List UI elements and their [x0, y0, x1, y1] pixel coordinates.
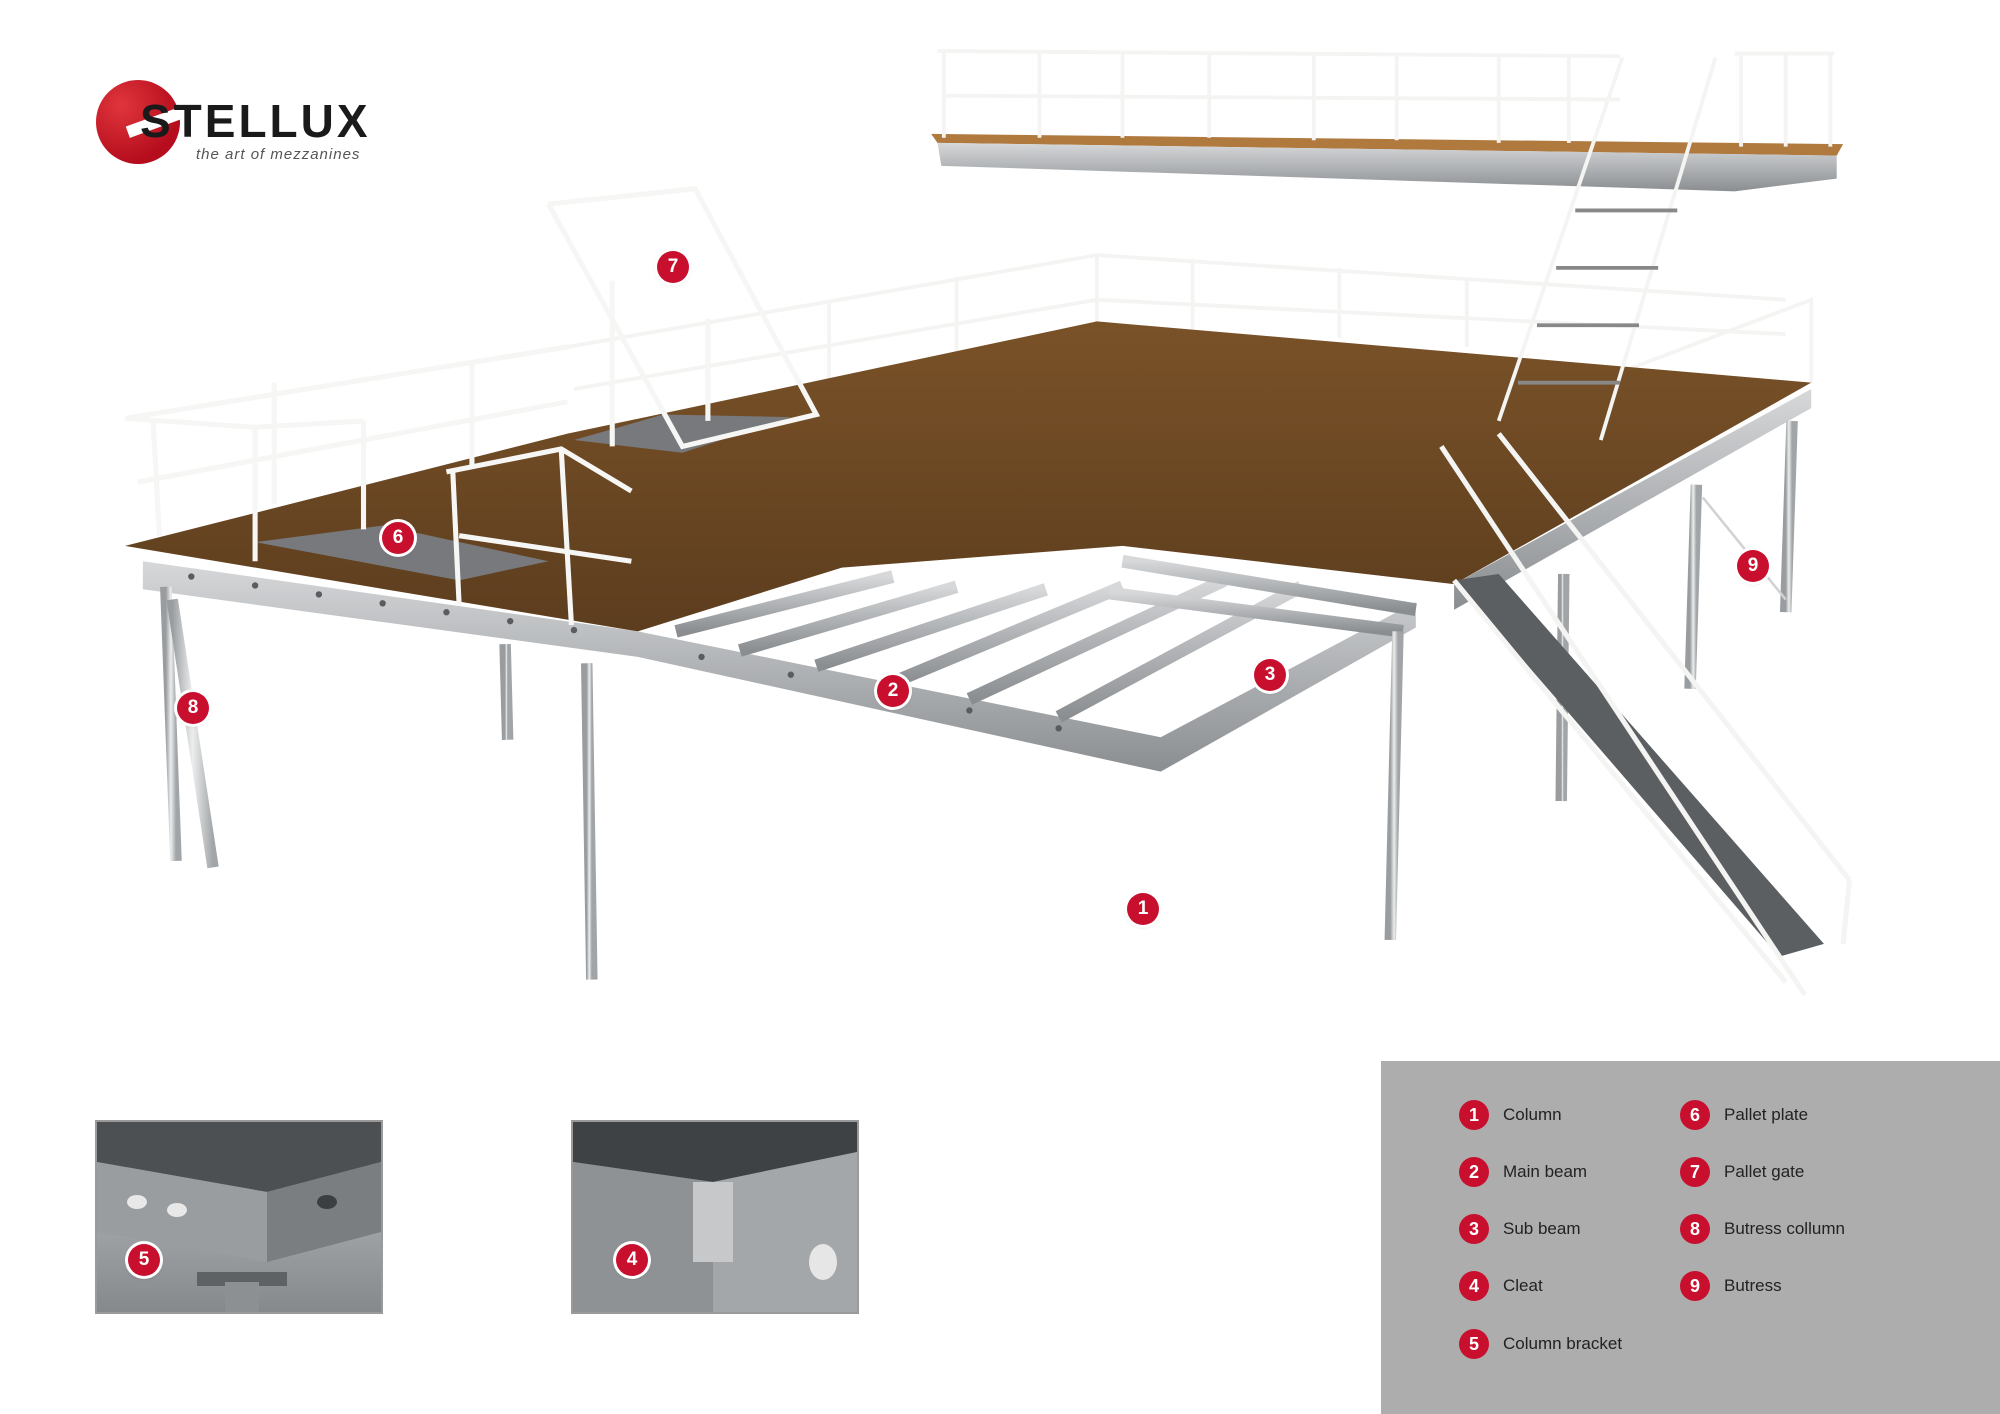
- cleat-detail: [573, 1122, 857, 1312]
- legend-label: Pallet plate: [1724, 1105, 1809, 1124]
- stellux-logo: STELLUX the art of mezzanines: [92, 80, 392, 176]
- upper-deck: [931, 49, 1844, 192]
- brand-tagline: the art of mezzanines: [196, 146, 361, 163]
- butress: [1701, 496, 1787, 601]
- pallet-gate: [546, 186, 821, 450]
- legend-label: Main beam: [1503, 1162, 1588, 1181]
- logo-mark-icon: [96, 80, 187, 164]
- marker-butress-column: 8: [177, 692, 209, 724]
- marker-pallet-gate: 7: [657, 251, 689, 283]
- legend-item: 3 Sub beam: [1459, 1214, 1581, 1244]
- legend-badge: 4: [1459, 1271, 1489, 1301]
- legend-label: Cleat: [1503, 1276, 1543, 1295]
- legend-badge: 3: [1459, 1214, 1489, 1244]
- marker-main-beam: 2: [877, 675, 909, 707]
- legend-label: Column bracket: [1503, 1334, 1623, 1353]
- brand-name: STELLUX: [140, 95, 371, 147]
- legend-item: 6 Pallet plate: [1680, 1100, 1808, 1130]
- legend-item: 5 Column bracket: [1459, 1329, 1622, 1359]
- marker-column: 1: [1127, 893, 1159, 925]
- beam-holes: [188, 573, 1062, 732]
- legend-badge: 1: [1459, 1100, 1489, 1130]
- legend-badge: 6: [1680, 1100, 1710, 1130]
- legend-item: 1 Column: [1459, 1100, 1562, 1130]
- inset-column-bracket: 5: [95, 1120, 383, 1314]
- lower-stair: [1439, 432, 1853, 997]
- legend-badge: 9: [1680, 1271, 1710, 1301]
- legend-item: 8 Butress collumn: [1680, 1214, 1845, 1244]
- legend-item: 7 Pallet gate: [1680, 1157, 1804, 1187]
- upper-stair: [1496, 56, 1718, 441]
- legend-badge: 7: [1680, 1157, 1710, 1187]
- column-bracket-detail: [97, 1122, 381, 1312]
- marker-pallet-plate: 6: [382, 522, 414, 554]
- legend-label: Column: [1503, 1105, 1562, 1124]
- main-beam: [142, 561, 1416, 772]
- legend-badge: 2: [1459, 1157, 1489, 1187]
- legend-label: Sub beam: [1503, 1219, 1581, 1238]
- front-railing: [124, 344, 633, 626]
- legend-label: Pallet gate: [1724, 1162, 1805, 1181]
- legend-label: Butress: [1724, 1276, 1782, 1295]
- marker-sub-beam: 3: [1254, 659, 1286, 691]
- legend-item: 4 Cleat: [1459, 1271, 1543, 1301]
- marker-cleat: 4: [616, 1244, 648, 1276]
- marker-column-bracket: 5: [128, 1244, 160, 1276]
- inset-cleat: 4: [571, 1120, 859, 1314]
- legend-label: Butress collumn: [1724, 1219, 1845, 1238]
- legend-badge: 5: [1459, 1329, 1489, 1359]
- legend-badge: 8: [1680, 1214, 1710, 1244]
- main-deck: [124, 321, 1812, 632]
- legend-item: 2 Main beam: [1459, 1157, 1587, 1187]
- legend-item: 9 Butress: [1680, 1271, 1782, 1301]
- columns: [160, 420, 1798, 1136]
- sub-beams: [674, 554, 1417, 723]
- legend-panel: 1 Column 2 Main beam 3 Sub beam 4 Cleat 5 Col…: [1381, 1061, 2000, 1414]
- marker-butress: 9: [1737, 550, 1769, 582]
- upper-columns: [940, 159, 1816, 396]
